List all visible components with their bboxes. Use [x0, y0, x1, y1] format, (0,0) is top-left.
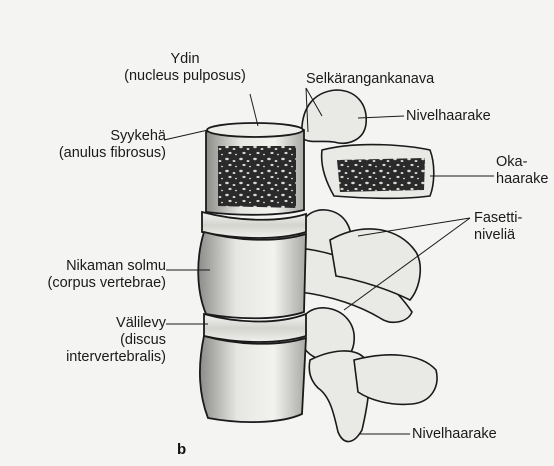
label-fasetti-line1: Fasetti-	[474, 210, 522, 227]
label-fasettiniveliä: Fasetti- niveliä	[474, 210, 522, 244]
label-valilevy-line3: intervertebralis)	[36, 349, 166, 366]
label-okahaarake-line2: haarake	[496, 171, 548, 188]
label-nikaman-solmu: Nikaman solmu (corpus vertebrae)	[22, 258, 166, 292]
label-syykeha-line2: (anulus fibrosus)	[40, 145, 166, 162]
label-nikaman-line1: Nikaman solmu	[22, 258, 166, 275]
label-okahaarake: Oka- haarake	[496, 154, 548, 188]
posterior-elements	[298, 90, 437, 442]
label-selkarangankanava: Selkärangankanava	[306, 71, 434, 88]
label-ydin-line2: (nucleus pulposus)	[115, 68, 255, 85]
label-nivelhaarake-bottom: Nivelhaarake	[412, 426, 497, 443]
panel-letter: b	[177, 441, 186, 458]
label-valilevy-line2: (discus	[36, 332, 166, 349]
label-syykeha: Syykehä (anulus fibrosus)	[40, 128, 166, 162]
label-syykeha-line1: Syykehä	[40, 128, 166, 145]
label-nikaman-line2: (corpus vertebrae)	[22, 275, 166, 292]
label-nivelhaarake-top: Nivelhaarake	[406, 108, 491, 125]
label-ydin: Ydin (nucleus pulposus)	[115, 51, 255, 85]
vertebral-bodies	[198, 123, 306, 422]
label-valilevy: Välilevy (discus intervertebralis)	[36, 315, 166, 366]
label-valilevy-line1: Välilevy	[36, 315, 166, 332]
label-okahaarake-line1: Oka-	[496, 154, 548, 171]
label-fasetti-line2: niveliä	[474, 227, 522, 244]
label-ydin-line1: Ydin	[115, 51, 255, 68]
